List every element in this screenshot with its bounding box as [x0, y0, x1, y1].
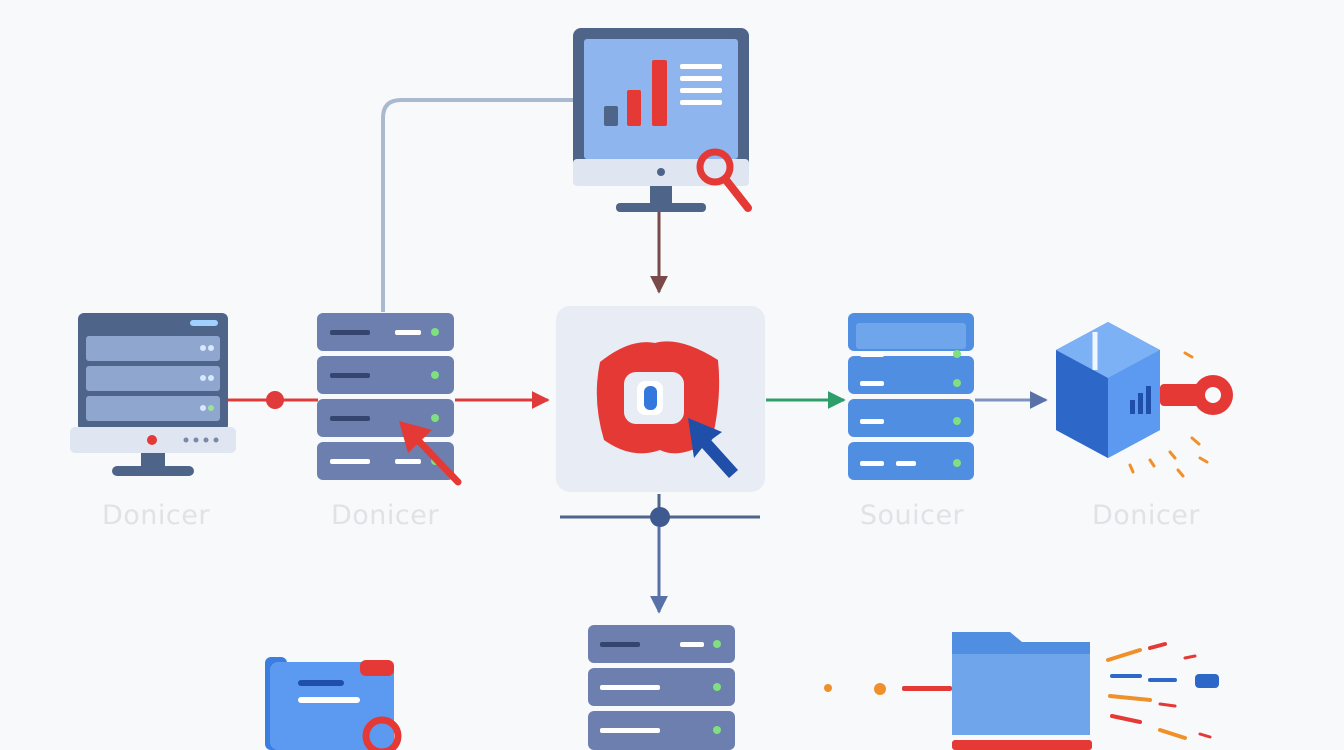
connectors — [228, 98, 1048, 614]
security-hub-icon — [556, 306, 765, 492]
node-label-donicer-3: Donicer — [1092, 500, 1200, 531]
connector-node-dot — [266, 391, 284, 409]
folder-icon — [824, 632, 1219, 750]
desktop-server-icon — [70, 313, 236, 476]
connector-bus-dot — [650, 507, 670, 527]
analytics-monitor-icon — [573, 28, 749, 212]
connector-server-to-monitor — [381, 98, 575, 312]
node-label-donicer-1: Donicer — [102, 500, 210, 531]
document-icon — [265, 657, 402, 750]
pointer-arrow-icon — [399, 421, 462, 486]
server-rack-icon — [588, 625, 735, 750]
cursor-icon — [688, 418, 738, 478]
node-label-souicer: Souicer — [859, 500, 965, 531]
database-server-icon — [848, 313, 974, 480]
cube-key-icon — [1056, 322, 1233, 478]
magnifier-icon — [696, 148, 752, 212]
node-label-donicer-2: Donicer — [331, 500, 439, 531]
